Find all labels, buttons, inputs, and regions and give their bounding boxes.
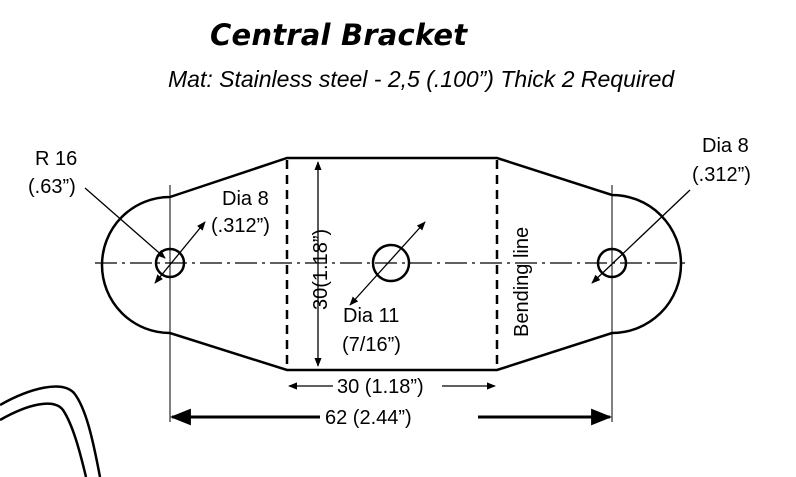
dia11-label: Dia 11 bbox=[343, 305, 399, 327]
dia8-right-label: Dia 8 bbox=[702, 135, 749, 157]
partial-part-outline-outer bbox=[0, 385, 102, 477]
dia8-right-leader bbox=[591, 189, 691, 284]
dia11-leader bbox=[349, 221, 426, 306]
material-spec: Mat: Stainless steel - 2,5 (.100”) Thick… bbox=[168, 66, 675, 92]
dia8-left-inch-label: (.312”) bbox=[211, 215, 270, 237]
dia8-left-label: Dia 8 bbox=[222, 188, 269, 210]
bending-line-label: Bending line bbox=[511, 227, 533, 337]
r16-leader bbox=[84, 187, 166, 259]
partial-part-outline-inner bbox=[0, 402, 88, 477]
r16-label: R 16 bbox=[35, 148, 77, 170]
hole-right bbox=[596, 247, 628, 279]
height-dimension-label: 30(1.18”) bbox=[310, 229, 332, 310]
dia8-left-leader bbox=[154, 221, 206, 284]
dia11-inch-label: (7/16”) bbox=[342, 334, 401, 356]
r16-inch-label: (.63”) bbox=[28, 176, 76, 198]
width-62-label: 62 (2.44”) bbox=[325, 407, 412, 429]
dia8-right-inch-label: (.312”) bbox=[692, 164, 751, 186]
drawing-title: Central Bracket bbox=[210, 18, 468, 52]
width-30-label: 30 (1.18”) bbox=[337, 376, 424, 398]
